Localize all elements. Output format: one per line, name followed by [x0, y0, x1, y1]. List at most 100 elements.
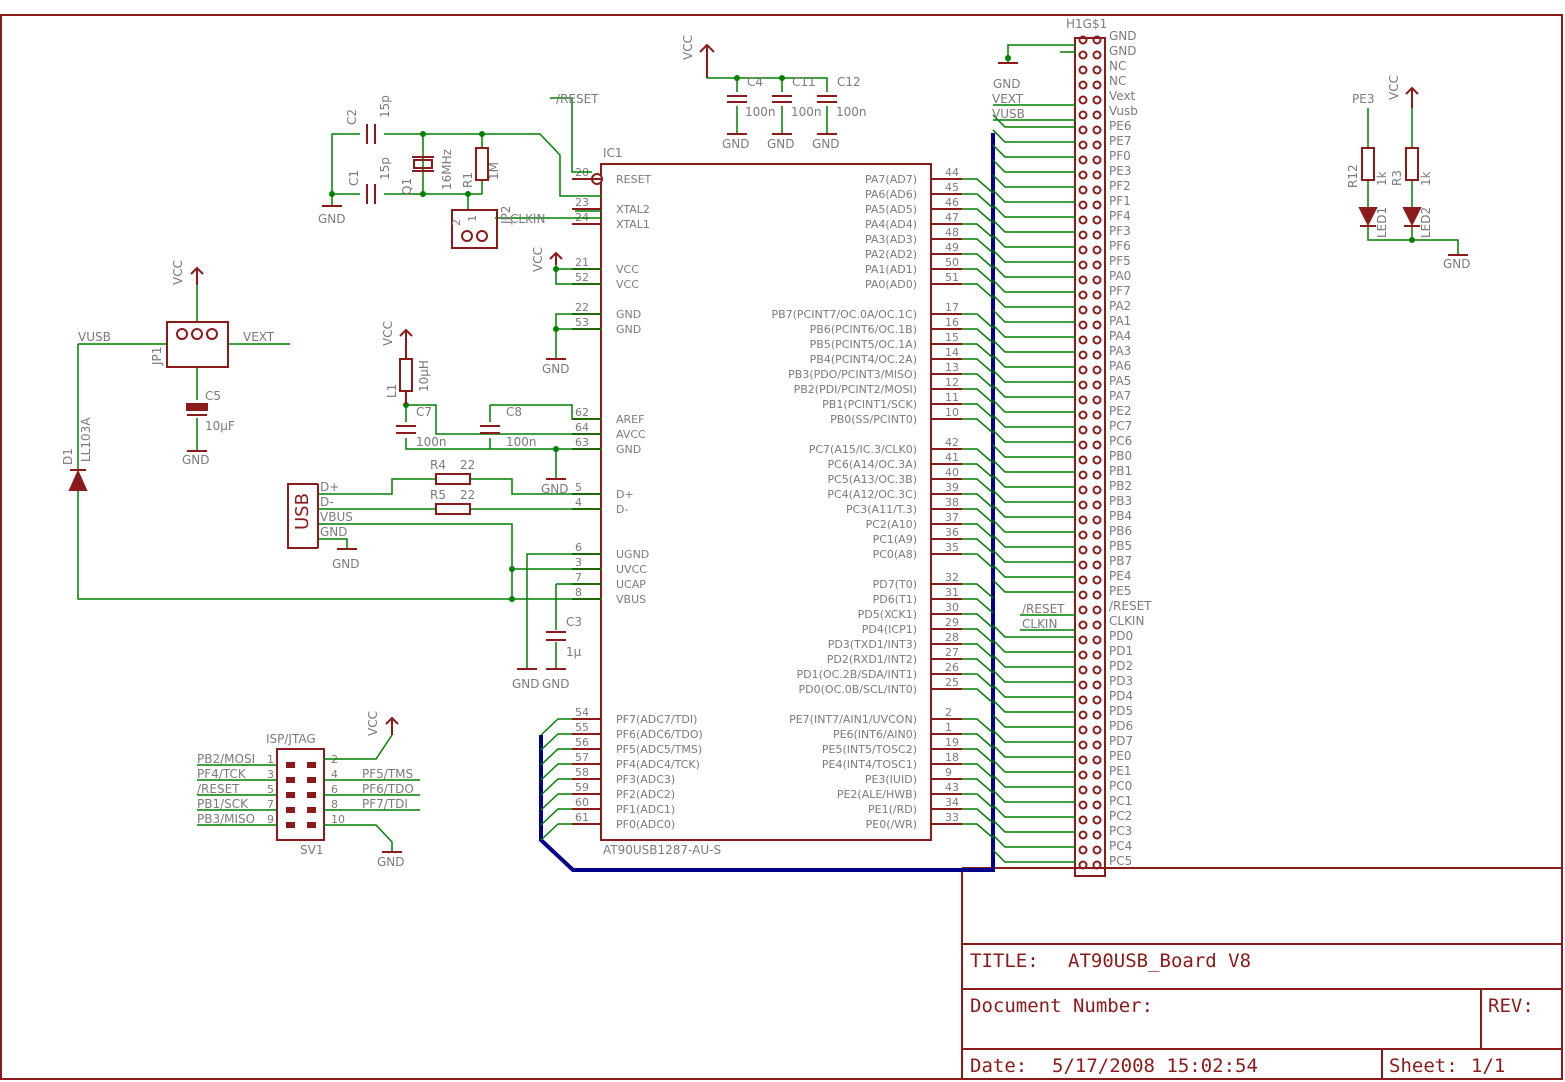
ic1-pin-number: 63 — [575, 436, 589, 449]
header-pin-label: PC2 — [1109, 809, 1132, 823]
bus-entry-wire — [962, 628, 994, 644]
header-bus-wire — [992, 489, 1076, 503]
ic1-pin-number: 12 — [945, 376, 959, 389]
bus-entry-wire — [962, 553, 994, 569]
header-pin-pad — [1078, 80, 1088, 90]
header-pin-label: /RESET — [1109, 599, 1152, 613]
c2-designator: C2 — [345, 109, 359, 125]
header-bus-wire — [992, 309, 1076, 323]
gnd-label: GND — [1443, 257, 1471, 271]
header-pin-label: PD0 — [1109, 629, 1133, 643]
header-pin-label: PB6 — [1109, 524, 1132, 538]
header-bus-wire — [992, 294, 1076, 308]
header-pin-pad — [1092, 455, 1102, 465]
isp-title: ISP/JTAG — [266, 732, 316, 746]
header-pin-pad — [1092, 650, 1102, 660]
isp-net-label: PF6/TDO — [362, 782, 414, 796]
ic1-pin-name: PC4(A12/OC.3C) — [827, 488, 917, 501]
header-pin-pad — [1078, 200, 1088, 210]
q1-designator: Q1 — [400, 178, 414, 195]
r5-designator: R5 — [430, 488, 446, 502]
gnd-label: GND — [812, 137, 840, 151]
ic1-pin-name: PF4(ADC4/TCK) — [616, 758, 700, 771]
isp-pin-pad — [307, 807, 316, 813]
isp-pin-pad — [307, 792, 316, 798]
header-pin-pad — [1078, 365, 1088, 375]
bus-entry-wire — [540, 763, 572, 781]
ic1-pin-name: PB4(PCINT4/OC.2A) — [810, 353, 917, 366]
header-pin-pad — [1078, 575, 1088, 585]
gnd-label: GND — [993, 77, 1021, 91]
gnd-label: GND — [377, 855, 405, 869]
header-pin-label: PD2 — [1109, 659, 1133, 673]
header-pin-pad — [1092, 230, 1102, 240]
bus-entry-wire — [962, 403, 994, 419]
header-bus-wire — [992, 804, 1076, 818]
isp-pin-pad — [307, 777, 316, 783]
ic1-pin-name: AREF — [616, 413, 644, 426]
title-block — [961, 867, 1562, 1079]
r5-value: 22 — [460, 488, 475, 502]
title-label: TITLE: — [970, 950, 1039, 972]
c12-value: 100n — [836, 105, 867, 119]
header-bus-wire — [992, 519, 1076, 533]
header-pin-pad — [1092, 80, 1102, 90]
ic1-pin-number: 58 — [575, 766, 589, 779]
header-pin-label: Vext — [1109, 89, 1136, 103]
header-bus-wire — [992, 654, 1076, 668]
header-pin-pad — [1092, 365, 1102, 375]
header-pin-pad — [1078, 665, 1088, 675]
ic1-pin-number: 61 — [575, 811, 589, 824]
d1-value: LL103A — [79, 417, 93, 462]
header-pin-label: PA6 — [1109, 359, 1131, 373]
header-pin-pad — [1078, 695, 1088, 705]
reset-net-label: /RESET — [1022, 602, 1065, 616]
ic1-pin-number: 29 — [945, 616, 959, 629]
header-pin-label: PF4 — [1109, 209, 1131, 223]
bus-entry-wire — [962, 418, 994, 434]
ic1-pin-number: 1 — [945, 721, 952, 734]
header-pin-pad — [1078, 755, 1088, 765]
header-pin-pad — [1092, 290, 1102, 300]
header-pin-label: PD3 — [1109, 674, 1133, 688]
ic1-pin-name: VCC — [616, 263, 639, 276]
bus-entry-wire — [962, 358, 994, 374]
crystal-wires — [331, 97, 602, 219]
header-pin-pad — [1078, 425, 1088, 435]
isp-net-label: PB2/MOSI — [197, 752, 255, 766]
isp-pin-pad — [286, 807, 295, 813]
header-pin-label: PE7 — [1109, 134, 1131, 148]
ic1-pin-number: 39 — [945, 481, 959, 494]
c8-designator: C8 — [506, 405, 522, 419]
ic1-pin-number: 25 — [945, 676, 959, 689]
jp1-pin — [176, 328, 188, 340]
vext-net-label: VEXT — [992, 92, 1024, 106]
header-pin-label: PC7 — [1109, 419, 1132, 433]
header-pin-pad — [1092, 125, 1102, 135]
ic1-pin-number: 4 — [575, 496, 582, 509]
ic1-pin-name: PB7(PCINT7/OC.0A/OC.1C) — [771, 308, 917, 321]
header-bus-wire — [992, 744, 1076, 758]
ic1-pin-name: VBUS — [616, 593, 646, 606]
header-pin-pad — [1078, 170, 1088, 180]
header-pin-pad — [1078, 455, 1088, 465]
isp-pin-pad — [286, 762, 295, 768]
header-pin-label: PA3 — [1109, 344, 1131, 358]
ic1-pin-name: PE0(/WR) — [866, 818, 917, 831]
header-pin-pad — [1092, 50, 1102, 60]
header-pin-label: PE3 — [1109, 164, 1131, 178]
gnd-label: GND — [182, 453, 210, 467]
usb-wires — [77, 344, 602, 669]
bus-entry-wire — [962, 538, 994, 554]
ic1-pin-number: 13 — [945, 361, 959, 374]
header-pin-pad — [1092, 485, 1102, 495]
ic1-pin-number: 3 — [575, 556, 582, 569]
header-pin-pad — [1078, 545, 1088, 555]
ic1-body — [600, 163, 932, 841]
header-pin-pad — [1092, 635, 1102, 645]
ic1-pin-name: PE4(INT4/TOSC1) — [822, 758, 917, 771]
header-bus-wire — [992, 249, 1076, 263]
data-bus — [539, 133, 995, 872]
ic1-pin-name: PE2(ALE/HWB) — [837, 788, 917, 801]
